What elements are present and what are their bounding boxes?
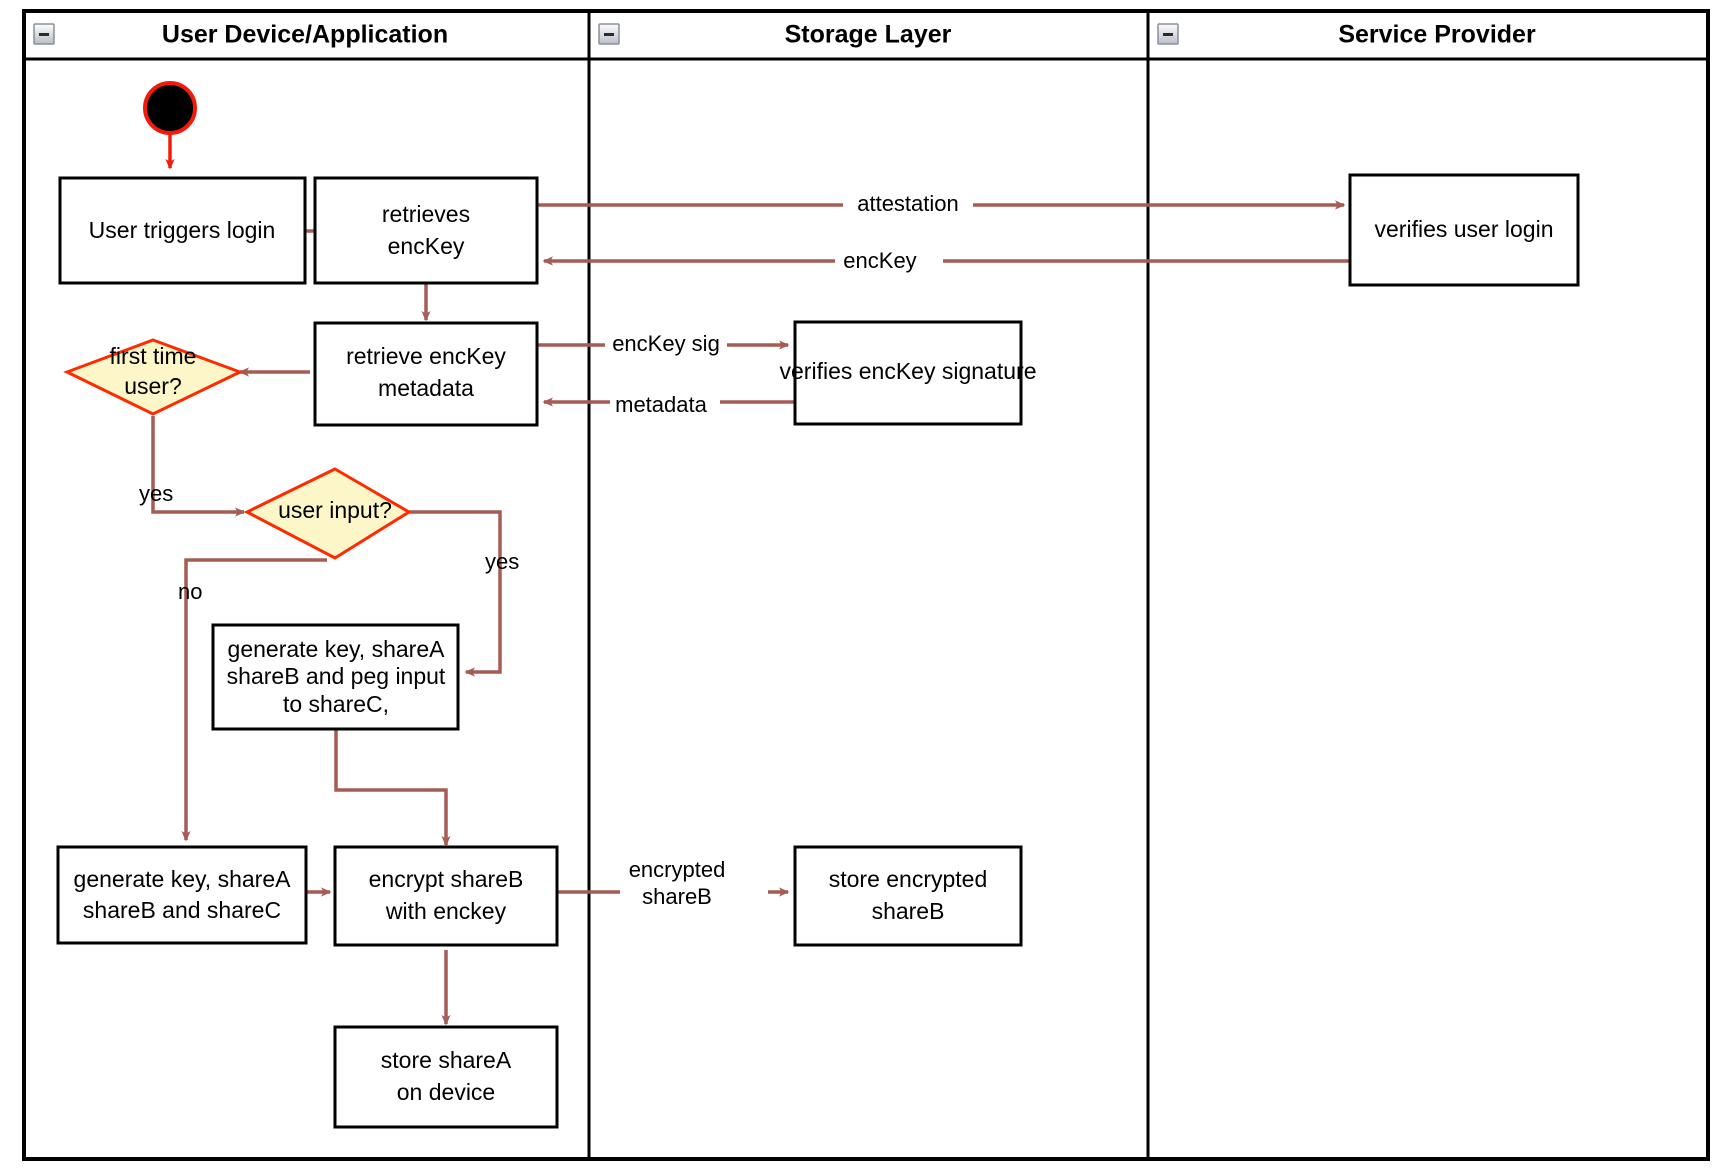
- lane-title-storage: Storage Layer: [785, 21, 952, 49]
- svg-text:metadata: metadata: [378, 375, 474, 401]
- node-store-encrypted-shareb[interactable]: store encrypted shareB: [793, 845, 1023, 947]
- edge-label-first-time-yes: yes: [139, 481, 173, 506]
- svg-text:user input?: user input?: [278, 497, 392, 523]
- svg-text:encrypted: encrypted: [629, 857, 726, 882]
- svg-text:verifies encKey signature: verifies encKey signature: [780, 358, 1037, 384]
- svg-text:encKey: encKey: [388, 233, 465, 259]
- svg-text:encrypt shareB: encrypt shareB: [369, 866, 524, 892]
- minus-box-icon[interactable]: [1157, 23, 1179, 45]
- svg-text:generate key, shareA: generate key, shareA: [74, 866, 292, 892]
- svg-text:on device: on device: [397, 1079, 495, 1105]
- edge-label-metadata: metadata: [610, 392, 720, 420]
- minus-box-icon[interactable]: [33, 23, 55, 45]
- node-verifies-user-login[interactable]: verifies user login: [1348, 173, 1580, 287]
- swimlane-frame: [22, 9, 1710, 1161]
- edge-label-user-input-no: no: [178, 579, 202, 604]
- svg-text:shareB: shareB: [872, 898, 945, 924]
- node-initial[interactable]: [143, 81, 197, 135]
- lane-title-service: Service Provider: [1338, 21, 1536, 49]
- node-first-time-user[interactable]: first time user?: [63, 338, 244, 416]
- svg-text:attestation: attestation: [857, 191, 959, 216]
- svg-text:encKey sig: encKey sig: [612, 331, 720, 356]
- edge-label-encrypted-shareb: encrypted shareB: [620, 855, 768, 915]
- svg-text:to shareC,: to shareC,: [283, 691, 389, 717]
- svg-text:user?: user?: [124, 373, 182, 399]
- edge-label-attestation: attestation: [843, 190, 973, 218]
- node-generate-shares[interactable]: generate key, shareA shareB and shareC: [56, 845, 308, 945]
- node-verifies-enckey-signature[interactable]: verifies encKey signature: [780, 320, 1037, 426]
- edge-user-input-yes: [409, 510, 502, 677]
- edge-label-enckey: encKey: [835, 247, 943, 275]
- edge-label-enckey-sig: encKey sig: [605, 330, 727, 358]
- node-retrieve-enckey-metadata[interactable]: retrieve encKey metadata: [313, 321, 539, 427]
- edge-peg-to-encrypt: [334, 728, 451, 847]
- edge-first-time-yes: [151, 416, 246, 517]
- svg-text:shareB: shareB: [642, 884, 712, 909]
- svg-text:store encrypted: store encrypted: [829, 866, 988, 892]
- node-retrieves-enckey[interactable]: retrieves encKey: [313, 176, 539, 285]
- node-generate-peg-input[interactable]: generate key, shareA shareB and peg inpu…: [211, 623, 460, 731]
- svg-text:verifies user login: verifies user login: [1375, 216, 1554, 242]
- node-user-input[interactable]: user input?: [243, 467, 412, 560]
- lane-header-user-device[interactable]: User Device/Application: [33, 21, 448, 49]
- lane-header-storage[interactable]: Storage Layer: [598, 21, 952, 49]
- minus-box-icon[interactable]: [598, 23, 620, 45]
- svg-text:retrieves: retrieves: [382, 201, 470, 227]
- svg-text:first time: first time: [110, 343, 197, 369]
- edge-label-user-input-yes: yes: [485, 549, 519, 574]
- node-encrypt-shareb[interactable]: encrypt shareB with enckey: [333, 845, 559, 947]
- svg-text:store shareA: store shareA: [381, 1047, 512, 1073]
- svg-text:User triggers login: User triggers login: [89, 217, 276, 243]
- edge-user-input-no: [181, 558, 327, 842]
- svg-text:generate key, shareA: generate key, shareA: [228, 636, 446, 662]
- svg-text:shareB and shareC: shareB and shareC: [83, 897, 281, 923]
- lane-title-user-device: User Device/Application: [162, 21, 448, 49]
- lane-header-service[interactable]: Service Provider: [1157, 21, 1536, 49]
- node-user-triggers-login[interactable]: User triggers login: [58, 176, 307, 285]
- svg-text:metadata: metadata: [615, 392, 707, 417]
- svg-text:shareB and peg input: shareB and peg input: [227, 663, 446, 689]
- svg-text:encKey: encKey: [843, 248, 916, 273]
- svg-text:with enckey: with enckey: [385, 898, 507, 924]
- svg-text:retrieve encKey: retrieve encKey: [346, 343, 506, 369]
- node-store-sharea[interactable]: store shareA on device: [333, 1025, 559, 1129]
